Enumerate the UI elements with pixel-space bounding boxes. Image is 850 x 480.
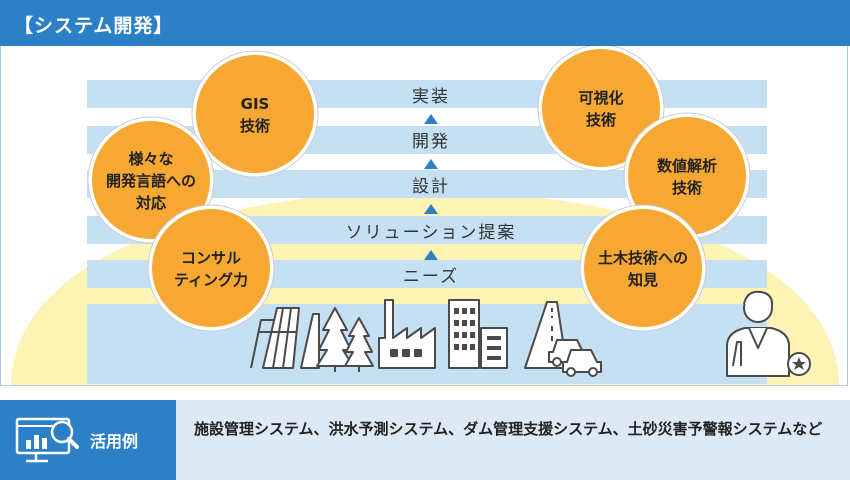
skill-circle-label: 土木技術への (598, 249, 688, 267)
examples-text: 施設管理システム、洪水予測システム、ダム管理支援システム、土砂災害予警報システム… (194, 420, 823, 438)
factory-icon (378, 299, 436, 369)
skill-circle-fill (542, 49, 660, 167)
skill-circle-label: GIS (241, 95, 270, 113)
skill-circle-label: 技術 (586, 111, 616, 129)
skill-circle-fill (196, 55, 314, 173)
skill-circle-label: ティング力 (174, 271, 248, 289)
step-label: 設計 (412, 177, 450, 197)
skill-circle-label: 可視化 (578, 89, 623, 107)
engineer-icon (726, 290, 811, 377)
step-label: 開発 (412, 132, 450, 152)
examples-label-panel: 活用例 (0, 400, 176, 480)
skill-circle-label: 対応 (135, 194, 166, 212)
cars-icon (548, 339, 602, 377)
building-icon (448, 299, 508, 369)
step-label: ニーズ (403, 267, 459, 287)
step-arrow-up (424, 250, 438, 260)
step-arrow-up (424, 114, 438, 124)
skill-circle-label: 技術 (672, 179, 702, 197)
examples-panel: 施設管理システム、洪水予測システム、ダム管理支援システム、土砂災害予警報システム… (176, 400, 850, 480)
skill-circles: GIS技術様々な開発言語への対応コンサルティング力可視化技術数値解析技術土木技術… (87, 46, 751, 332)
step-arrow-up (424, 159, 438, 169)
step-arrow-up (424, 204, 438, 214)
skill-circle-fill (584, 209, 702, 327)
skill-circle-fill (92, 121, 210, 239)
skill-circle-label: 数値解析 (657, 157, 717, 175)
monitor-chart-icon (15, 417, 79, 463)
trees-icon (316, 307, 374, 372)
dam-icon (250, 307, 320, 369)
skill-circle-left-1: GIS 技術 (191, 50, 319, 178)
skill-circle-label: コンサル (181, 249, 241, 267)
skill-circle-fill (152, 209, 270, 327)
skill-circle-label: 様々な (128, 150, 173, 168)
step-label: ソリューション提案 (346, 223, 517, 243)
skill-circle-fill (628, 117, 746, 235)
examples-label: 活用例 (90, 432, 139, 451)
skill-circle-label: 開発言語への (106, 172, 196, 190)
skill-circle-label: 技術 (240, 117, 270, 135)
header-bar: 【システム開発】 (0, 0, 850, 46)
diagram-area: 実装開発設計ソリューション提案ニーズ (0, 46, 848, 386)
skill-circle-label: 知見 (628, 271, 658, 289)
step-label: 実装 (412, 87, 450, 107)
page-title: 【システム開発】 (14, 15, 174, 37)
